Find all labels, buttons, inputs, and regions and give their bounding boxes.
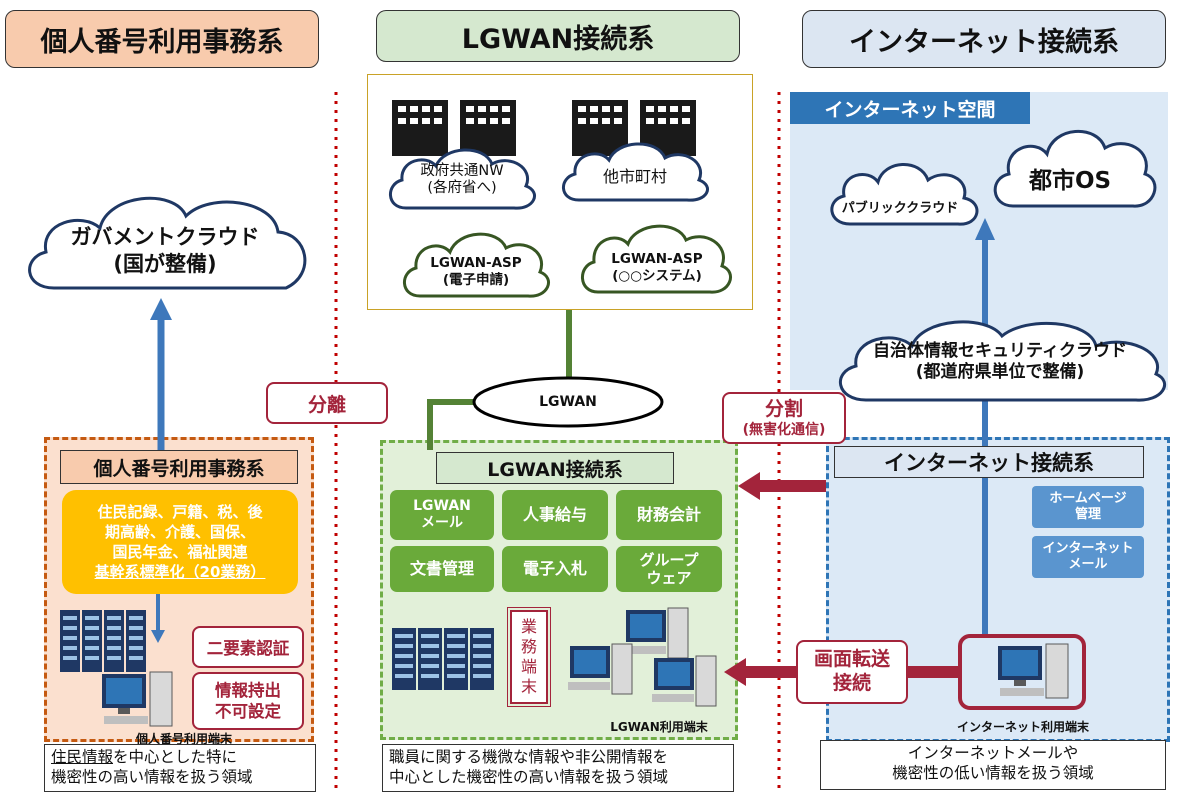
header-internet: インターネット接続系 — [802, 10, 1166, 68]
asp1-cloud-shape — [403, 232, 550, 298]
screen-transfer-line1: 画面転送 — [813, 648, 890, 671]
business-terminal-char1: 業 — [520, 617, 537, 636]
lgwan-terminals-icon — [568, 607, 717, 707]
asp2-line1: LGWAN-ASP — [611, 251, 703, 268]
server-rack-icon — [392, 628, 494, 690]
asp1-label: LGWAN-ASP (電子申請) — [406, 250, 546, 294]
business-terminal-box: 業 務 端 末 — [507, 607, 551, 707]
security-cloud-label: 自治体情報セキュリティクラウド (都道府県単位で整備) — [850, 338, 1150, 386]
city-os-cloud-shape — [993, 130, 1157, 208]
left-services-line3: 国民年金、福祉関連 — [112, 543, 248, 561]
gov-cloud-shape — [28, 196, 307, 290]
accounting-button[interactable]: 財務会計 — [616, 490, 722, 540]
asp1-line2: (電子申請) — [442, 272, 510, 288]
server-rack-icon — [60, 610, 146, 672]
left-zone-title: 個人番号利用事務系 — [60, 450, 298, 484]
business-terminal-char2: 務 — [520, 637, 537, 656]
bunri-label: 分離 — [266, 382, 388, 424]
gov-cloud-label: ガバメントクラウド (国が整備) — [40, 222, 290, 280]
other-cities-label: 他市町村 — [602, 167, 667, 186]
building-icon — [392, 100, 516, 156]
business-terminal-char3: 端 — [520, 657, 537, 676]
center-caption-line1: 職員に関する機微な情報や非公開情報を — [389, 748, 669, 766]
left-services-line2: 期高齢、介護、国保、 — [104, 522, 255, 541]
other-cities-cloud-shape — [562, 142, 709, 202]
document-mgmt-button[interactable]: 文書管理 — [390, 546, 494, 592]
security-cloud-shape — [839, 320, 1167, 402]
internet-mail-button[interactable]: インターネット メール — [1032, 536, 1144, 578]
internet-terminal-icon — [998, 643, 1069, 699]
lgwan-to-zone-line — [427, 399, 474, 450]
gov-cloud-arrowhead — [150, 298, 172, 320]
bunkatsu-box: 分割 (無害化通信) — [722, 392, 846, 444]
screen-transfer-line2: 接続 — [832, 672, 871, 694]
export-line2: 不可設定 — [215, 702, 281, 721]
asp1-line1: LGWAN-ASP — [430, 255, 522, 272]
left-caption-line2: 機密性の高い情報を扱う領域 — [51, 768, 253, 787]
gov-cloud-line1: ガバメントクラウド — [70, 224, 260, 249]
asp2-cloud-shape — [581, 224, 732, 294]
internet-space-label: インターネット空間 — [790, 92, 1030, 124]
asp2-line2: (○○システム) — [612, 268, 702, 284]
security-cloud-line2: (都道府県単位で整備) — [915, 362, 1085, 382]
e-bidding-button[interactable]: 電子入札 — [502, 546, 608, 592]
homepage-line2: 管理 — [1074, 507, 1101, 522]
two-factor-auth-label: 二要素認証 — [192, 626, 304, 668]
lgwan-mail-line2: メール — [421, 515, 463, 531]
lgwan-hub-label: LGWAN — [539, 394, 597, 410]
lgwan-mail-line1: LGWAN — [413, 498, 471, 515]
internet-mail-line1: インターネット — [1042, 540, 1134, 556]
center-caption-line2: 中心とした機密性の高い情報を扱う領域 — [389, 768, 669, 787]
personal-terminal-label: 個人番号利用端末 — [135, 732, 232, 746]
screen-transfer-box: 画面転送 接続 — [796, 640, 908, 704]
lgwan-mail-button[interactable]: LGWAN メール — [390, 490, 494, 540]
bunkatsu-label: 分割 — [764, 397, 803, 420]
right-caption-line2: 機密性の低い情報を扱う領域 — [892, 764, 1094, 783]
left-services-line4: 基幹系標準化（20業務） — [94, 563, 266, 582]
left-services-box: 住民記録、戸籍、税、後 期高齢、介護、国保、 国民年金、福祉関連 基幹系標準化（… — [62, 490, 298, 594]
right-caption-line1: インターネットメールや — [907, 744, 1079, 762]
groupware-button[interactable]: グループ ウェア — [616, 546, 722, 592]
gov-cloud-line2: (国が整備) — [113, 252, 217, 276]
right-zone-title: インターネット接続系 — [834, 446, 1144, 478]
public-cloud-label: パブリッククラウド — [841, 200, 959, 216]
gov-nw-line2: (各府省へ) — [427, 180, 497, 196]
internet-mail-line2: メール — [1068, 557, 1108, 572]
asp2-label: LGWAN-ASP (○○システム) — [582, 246, 732, 290]
gov-nw-line1: 政府共通NW — [420, 162, 504, 179]
right-caption: インターネットメールや 機密性の低い情報を扱う領域 — [820, 740, 1166, 790]
payroll-button[interactable]: 人事給与 — [502, 490, 608, 540]
security-cloud-line1: 自治体情報セキュリティクラウド — [873, 340, 1127, 361]
groupware-line1: グループ — [639, 551, 699, 569]
left-services-line1: 住民記録、戸籍、税、後 — [97, 502, 263, 521]
center-zone-title: LGWAN接続系 — [436, 452, 674, 484]
city-os-label: 都市OS — [1028, 168, 1112, 194]
homepage-line1: ホームページ — [1049, 490, 1127, 506]
header-lgwan: LGWAN接続系 — [376, 10, 740, 62]
left-caption: 住民情報を中心とした特に 機密性の高い情報を扱う領域 — [44, 744, 316, 792]
internet-terminal-label: インターネット利用端末 — [956, 720, 1089, 734]
header-personal: 個人番号利用事務系 — [5, 10, 319, 68]
gov-nw-label: 政府共通NW (各府省へ) — [392, 158, 532, 202]
lgwan-hub-ellipse — [472, 376, 664, 428]
export-restriction-box: 情報持出 不可設定 — [192, 672, 304, 730]
center-caption: 職員に関する機微な情報や非公開情報を 中心とした機密性の高い情報を扱う領域 — [382, 744, 734, 792]
internet-arrowhead — [975, 218, 995, 240]
lgwan-terminal-label: LGWAN利用端末 — [610, 720, 708, 734]
groupware-line2: ウェア — [646, 569, 692, 587]
public-cloud-shape — [830, 163, 979, 226]
homepage-mgmt-button[interactable]: ホームページ 管理 — [1032, 486, 1144, 528]
left-caption-rest: を中心とした特に — [113, 748, 238, 766]
export-line1: 情報持出 — [215, 680, 281, 700]
personal-terminal-icon — [102, 671, 173, 727]
business-terminal-char4: 末 — [520, 677, 537, 696]
gov-nw-cloud-shape — [389, 148, 536, 210]
mugaika-label: (無害化通信) — [742, 422, 826, 439]
left-caption-underlined: 住民情報 — [51, 748, 114, 766]
